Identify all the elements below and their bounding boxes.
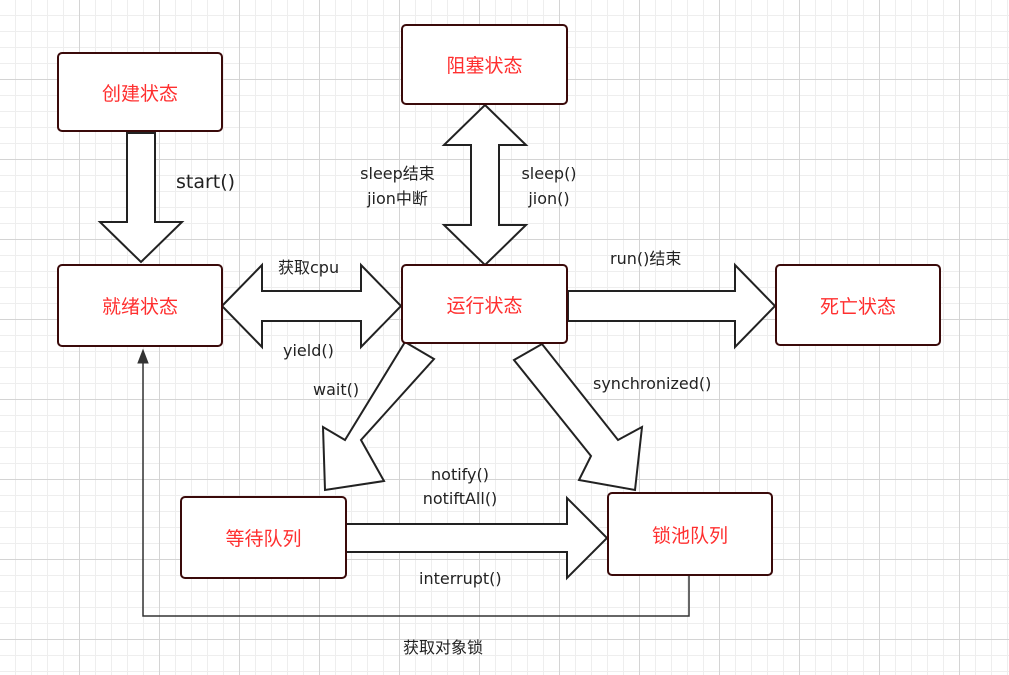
state-running: 运行状态: [401, 264, 568, 344]
state-create-label: 创建状态: [101, 82, 178, 105]
state-create: 创建状态: [57, 52, 223, 132]
label-get-lock: 获取对象锁: [403, 638, 484, 657]
arrow-run-end: [567, 262, 777, 350]
arrow-wait: [321, 340, 436, 492]
state-wait-queue: 等待队列: [180, 496, 347, 579]
label-jion: jion(): [528, 189, 570, 208]
label-synchronized: synchronized(): [593, 374, 712, 393]
state-dead-label: 死亡状态: [819, 295, 896, 318]
label-jion-interrupt: jion中断: [367, 189, 428, 208]
state-running-label: 运行状态: [446, 294, 523, 317]
arrow-notify: [345, 495, 609, 581]
label-get-cpu: 获取cpu: [278, 258, 340, 277]
label-sleep-end: sleep结束: [360, 164, 435, 183]
state-dead: 死亡状态: [775, 264, 941, 346]
arrow-get-lock-line: [142, 360, 690, 617]
state-ready: 就绪状态: [57, 264, 223, 347]
state-wait-queue-label: 等待队列: [225, 528, 302, 550]
label-yield: yield(): [283, 341, 334, 360]
label-notify-all: notiftAll(): [422, 489, 498, 508]
label-run-end: run()结束: [610, 249, 682, 268]
state-blocked: 阻塞状态: [401, 24, 568, 105]
state-lock-pool-label: 锁池队列: [651, 524, 728, 547]
arrow-synchronized: [512, 342, 644, 492]
arrow-get-lock-head: [137, 348, 149, 364]
state-blocked-label: 阻塞状态: [446, 55, 523, 77]
label-wait: wait(): [313, 380, 360, 399]
label-interrupt: interrupt(): [419, 569, 502, 588]
label-start: start(): [176, 171, 236, 193]
label-notify: notify(): [431, 465, 489, 484]
state-ready-label: 就绪状态: [101, 296, 178, 318]
arrow-start: [97, 132, 185, 264]
arrow-sleep-double: [441, 103, 529, 267]
label-sleep: sleep(): [521, 164, 577, 183]
state-lock-pool: 锁池队列: [607, 492, 773, 576]
